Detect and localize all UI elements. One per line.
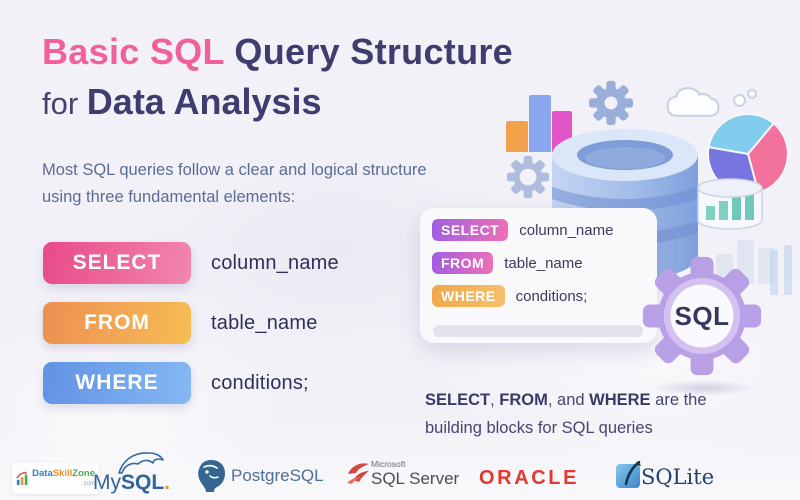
sqlite-logo: SQLite bbox=[641, 465, 715, 489]
mysql-logo: MySQL. bbox=[93, 471, 171, 494]
sqlite-feather-icon bbox=[616, 461, 641, 488]
code-from-badge: FROM bbox=[432, 252, 494, 274]
decor-ghost-bar bbox=[770, 250, 778, 295]
keyword-row-select: SELECT column_name bbox=[43, 242, 383, 284]
from-badge: FROM bbox=[43, 302, 191, 344]
footnote-kw-from: FROM bbox=[499, 391, 548, 409]
decor-bar-blue bbox=[529, 95, 551, 152]
code-select-value: column_name bbox=[519, 221, 614, 239]
sql-gear-icon bbox=[642, 256, 762, 376]
cup-bar-chart-icon bbox=[697, 178, 763, 230]
intro-text: Most SQL queries follow a clear and logi… bbox=[42, 157, 427, 211]
decor-bar-orange bbox=[506, 121, 528, 152]
decor-ghost-bar bbox=[784, 245, 792, 295]
code-row-from: FROM table_name bbox=[432, 252, 583, 274]
footnote-line1: SELECT, FROM, and WHERE are the bbox=[425, 391, 707, 409]
title-main: Data Analysis bbox=[86, 81, 322, 122]
bubble-icon bbox=[733, 94, 746, 107]
sqlserver-product: SQL Server bbox=[371, 469, 460, 488]
footnote-line2: building blocks for SQL queries bbox=[425, 419, 653, 437]
code-from-value: table_name bbox=[504, 254, 583, 272]
page-title-line2: for Data Analysis bbox=[42, 81, 322, 123]
where-value: conditions; bbox=[211, 371, 309, 394]
code-where-value: conditions; bbox=[515, 287, 588, 305]
gear-icon bbox=[588, 80, 634, 126]
code-card-footer-bar bbox=[433, 325, 643, 337]
dataskillzone-chart-icon bbox=[16, 471, 28, 486]
oracle-logo: ORACLE bbox=[479, 467, 580, 489]
sqlserver-brand: Microsoft bbox=[371, 459, 406, 469]
dataskillzone-tld: .com bbox=[81, 480, 95, 487]
intro-line1: Most SQL queries follow a clear and logi… bbox=[42, 161, 427, 179]
code-row-select: SELECT column_name bbox=[432, 219, 613, 241]
footnote-kw-where: WHERE bbox=[589, 391, 651, 409]
postgresql-logo: PostgreSQL bbox=[231, 466, 324, 485]
dataskillzone-logo: DataSkillZone .com bbox=[12, 463, 99, 494]
intro-line2: using three fundamental elements: bbox=[42, 188, 296, 206]
sqlserver-logo: Microsoft SQL Server bbox=[371, 459, 459, 489]
title-for: for bbox=[42, 86, 87, 121]
from-value: table_name bbox=[211, 311, 318, 334]
bubble-icon bbox=[747, 89, 757, 99]
postgresql-elephant-icon bbox=[198, 460, 225, 492]
page-title-line1: Basic SQL Query Structure bbox=[42, 31, 513, 73]
footnote-kw-select: SELECT bbox=[425, 391, 491, 409]
keyword-row-where: WHERE conditions; bbox=[43, 362, 383, 404]
gear-shadow bbox=[650, 380, 758, 396]
gear-icon bbox=[506, 155, 550, 199]
title-accent: Basic SQL bbox=[42, 31, 225, 72]
keyword-row-from: FROM table_name bbox=[43, 302, 383, 344]
dataskillzone-wordmark: DataSkillZone .com bbox=[32, 467, 95, 487]
sqlserver-swoosh-icon bbox=[347, 463, 369, 484]
code-card: SELECT column_name FROM table_name WHERE… bbox=[420, 208, 657, 343]
cloud-icon bbox=[666, 87, 720, 117]
code-where-badge: WHERE bbox=[432, 285, 505, 307]
title-rest: Query Structure bbox=[224, 31, 514, 72]
sql-gear-label: SQL bbox=[674, 300, 730, 331]
select-badge: SELECT bbox=[43, 242, 191, 284]
code-row-where: WHERE conditions; bbox=[432, 285, 587, 307]
footnote: SELECT, FROM, and WHERE are the building… bbox=[425, 386, 707, 442]
select-value: column_name bbox=[211, 251, 339, 274]
mysql-dolphin-icon bbox=[118, 452, 164, 474]
where-badge: WHERE bbox=[43, 362, 191, 404]
code-select-badge: SELECT bbox=[432, 219, 509, 241]
